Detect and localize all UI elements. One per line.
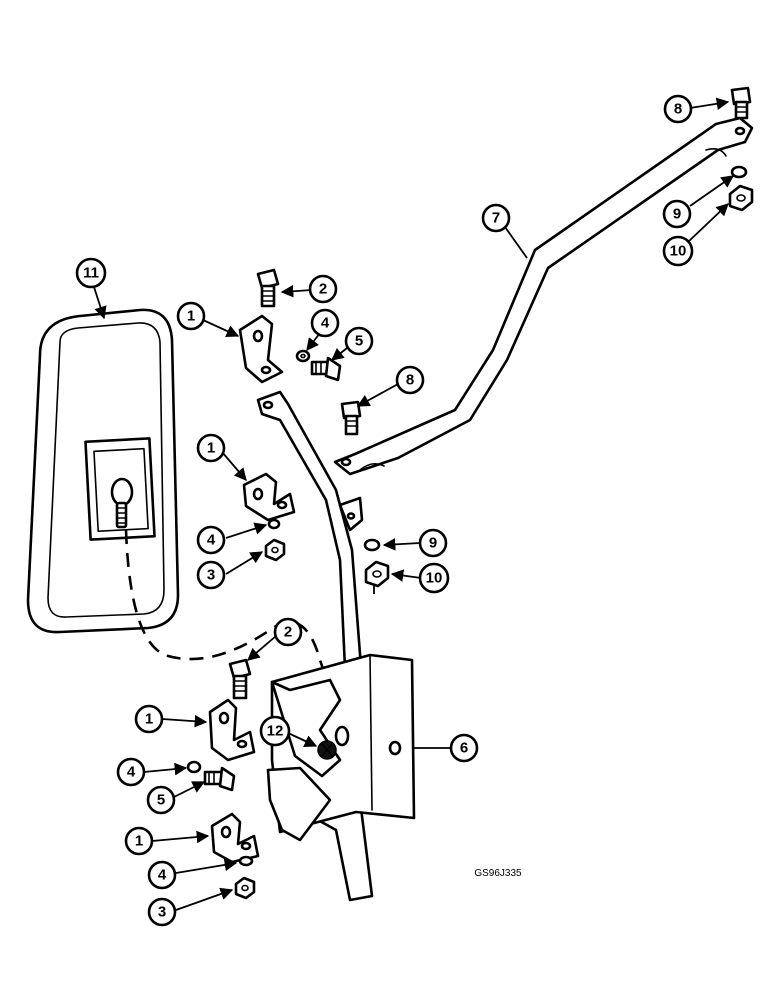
callout-2-lower: 2 xyxy=(273,617,303,647)
svg-text:9: 9 xyxy=(673,206,681,223)
callout-4-lower: 4 xyxy=(116,757,146,787)
svg-text:10: 10 xyxy=(426,570,443,587)
svg-text:2: 2 xyxy=(319,281,327,298)
callout-10-top: 10 xyxy=(662,235,694,267)
svg-text:1: 1 xyxy=(187,308,195,325)
callout-1-bottom: 1 xyxy=(124,826,154,856)
svg-text:7: 7 xyxy=(492,210,500,227)
svg-text:8: 8 xyxy=(674,101,682,118)
svg-text:2: 2 xyxy=(284,624,292,641)
leader-lines xyxy=(93,97,735,911)
svg-text:4: 4 xyxy=(321,315,330,332)
callout-6: 6 xyxy=(449,733,479,763)
l-bracket-top xyxy=(238,314,284,384)
svg-text:10: 10 xyxy=(670,243,687,260)
callout-9-top: 9 xyxy=(662,199,692,229)
bolt-5-lower xyxy=(203,766,236,792)
l-bracket-lower xyxy=(208,698,256,762)
nut-10-top xyxy=(728,184,754,212)
svg-text:4: 4 xyxy=(158,867,167,884)
svg-text:12: 12 xyxy=(267,723,284,740)
washer-4-mid xyxy=(267,518,281,530)
nut-3-bottom xyxy=(234,876,256,900)
svg-text:1: 1 xyxy=(145,711,153,728)
l-bracket-bottom xyxy=(210,812,260,864)
callout-10-mid: 10 xyxy=(418,562,450,594)
svg-text:5: 5 xyxy=(157,792,165,809)
svg-text:8: 8 xyxy=(406,372,414,389)
nut-10-mid xyxy=(364,560,390,588)
figure-code: GS96J335 xyxy=(474,868,522,879)
svg-text:5: 5 xyxy=(355,333,363,350)
long-brace xyxy=(333,116,754,476)
callout-3-bottom: 3 xyxy=(147,897,177,927)
l-bracket-mid xyxy=(242,472,296,522)
mirror-head xyxy=(26,308,180,634)
callout-3-mid: 3 xyxy=(196,560,226,590)
bolt-8-mid xyxy=(340,400,362,436)
callout-4-mid: 4 xyxy=(196,525,226,555)
callout-9-mid: 9 xyxy=(418,528,448,558)
nut-3-mid xyxy=(264,538,286,562)
callout-5-lower: 5 xyxy=(146,785,176,815)
callout-4-bottom: 4 xyxy=(147,860,177,890)
callout-11: 11 xyxy=(75,257,107,289)
washer-4-lower xyxy=(186,760,202,774)
svg-text:9: 9 xyxy=(429,535,437,552)
bolt-8-top xyxy=(730,86,752,120)
callout-8-top: 8 xyxy=(663,94,693,124)
bolt-5-top xyxy=(310,356,342,382)
svg-text:3: 3 xyxy=(207,567,215,584)
washer-9-mid xyxy=(363,538,381,552)
svg-text:1: 1 xyxy=(135,833,143,850)
callout-1-top: 1 xyxy=(176,301,206,331)
washer-9-top xyxy=(730,165,748,179)
callout-4-top: 4 xyxy=(310,308,340,338)
assembly-line xyxy=(124,529,332,691)
bolt-2-lower xyxy=(228,658,252,700)
callout-12: 12 xyxy=(259,715,291,747)
svg-text:11: 11 xyxy=(83,265,99,282)
svg-text:4: 4 xyxy=(127,764,136,781)
callout-8-mid: 8 xyxy=(395,365,425,395)
washer-4-top xyxy=(295,349,311,363)
svg-text:4: 4 xyxy=(207,532,216,549)
bolt-2-top xyxy=(256,268,280,308)
mounting-bracket xyxy=(266,653,416,842)
svg-text:3: 3 xyxy=(158,904,166,921)
callout-1-mid: 1 xyxy=(196,433,226,463)
callout-7: 7 xyxy=(481,203,511,233)
svg-text:6: 6 xyxy=(460,740,468,757)
callout-2-top: 2 xyxy=(308,274,338,304)
callout-1-lower: 1 xyxy=(134,704,164,734)
svg-text:1: 1 xyxy=(207,440,215,457)
callout-5-top: 5 xyxy=(344,326,374,356)
washer-4-bottom xyxy=(238,855,254,867)
